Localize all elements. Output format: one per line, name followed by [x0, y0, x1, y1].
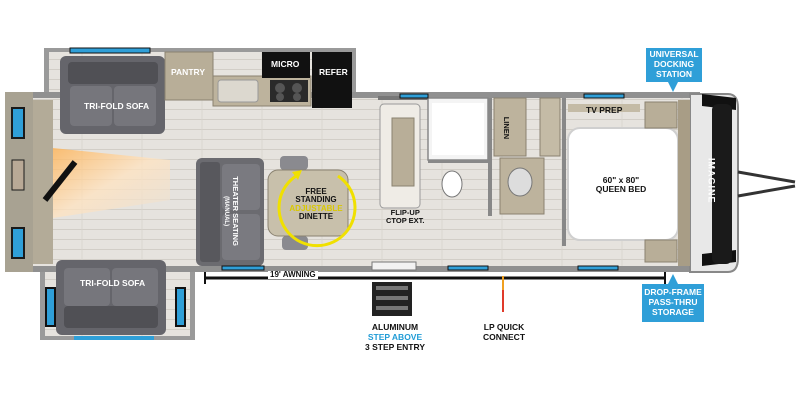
window-rear-3: [11, 227, 25, 259]
window-rear-1: [11, 107, 25, 139]
brand-logo: IMAGINE: [706, 157, 717, 204]
step-callout: ALUMINUM STEP ABOVE 3 STEP ENTRY: [362, 322, 428, 353]
bed-size: 60" x 80": [602, 175, 640, 185]
storage-line1: DROP-FRAME: [644, 287, 702, 298]
flip-up-line1: FLIP-UP: [390, 208, 420, 217]
lp-callout: LP QUICK CONNECT: [476, 322, 532, 342]
tv-prep-label: TV PREP: [586, 105, 623, 115]
theater-seating-sub: (MANUAL): [223, 196, 230, 227]
docking-line3: STATION: [655, 68, 693, 79]
docking-line2: DOCKING: [653, 59, 695, 70]
theater-seating-title: THEATER SEATING: [231, 176, 241, 246]
front-cap-stripes: [702, 94, 736, 266]
step-line3: 3 STEP ENTRY: [365, 342, 425, 353]
window-bottom-1: [221, 265, 265, 271]
step-line1: ALUMINUM: [371, 322, 419, 332]
entry-door: [371, 261, 417, 271]
awning-label: 19' AWNING: [268, 270, 318, 280]
window-bottom-3: [577, 265, 619, 271]
sofa-bottom: [56, 260, 166, 335]
lp-line1: LP QUICK: [483, 322, 525, 332]
microwave-label: MICRO: [271, 59, 300, 69]
dinette-line4: DINETTE: [298, 212, 334, 222]
sofa-top-label: TRI-FOLD SOFA: [84, 101, 150, 111]
dinette-line1: FREE: [305, 187, 327, 196]
microwave: [262, 52, 310, 78]
sofa-bottom-label: TRI-FOLD SOFA: [80, 278, 146, 288]
sink: [217, 79, 259, 103]
docking-line1: UNIVERSAL: [649, 49, 699, 60]
pantry-label: PANTRY: [171, 67, 205, 77]
linen-label: LINEN: [502, 116, 512, 140]
dinette: [267, 156, 357, 250]
flip-up-line2: CTOP EXT.: [386, 215, 425, 225]
storage-line2: PASS-THRU: [648, 297, 698, 308]
tv-glow: [53, 148, 170, 218]
refrigerator: [312, 52, 352, 108]
cooktop: [270, 80, 308, 102]
window-top-sofa: [69, 47, 151, 54]
docking-station-tag: UNIVERSAL DOCKING STATION: [646, 48, 702, 82]
window-bottom-sofa-l: [45, 287, 56, 327]
step-line2: STEP ABOVE: [367, 332, 423, 343]
hitch: [737, 170, 796, 198]
bed-name: QUEEN BED: [595, 183, 647, 194]
window-top-bed: [583, 93, 625, 99]
window-bottom-sofa-b: [74, 336, 154, 340]
fireplace-tv: [42, 160, 78, 202]
storage-line3: STORAGE: [652, 306, 694, 317]
bathroom: [427, 97, 561, 216]
theater-seating: [196, 158, 264, 266]
pantry: [164, 51, 214, 101]
pass-thru-storage-tag: DROP-FRAME PASS-THRU STORAGE: [642, 284, 704, 322]
dinette-line3: ADJUSTABLE: [289, 203, 343, 213]
window-bottom-2: [447, 265, 489, 271]
lp-line2: CONNECT: [482, 332, 526, 343]
dinette-label: FREE STANDING ADJUSTABLE DINETTE: [286, 187, 346, 222]
window-rear-2: [11, 159, 25, 191]
bed-label: 60" x 80" QUEEN BED: [586, 176, 656, 194]
bedroom: [562, 98, 690, 266]
theater-seating-label: THEATER SEATING (MANUAL): [223, 156, 241, 266]
dinette-line2: STANDING: [295, 195, 337, 205]
window-top-galley: [399, 93, 429, 99]
window-bottom-sofa-r: [175, 287, 186, 327]
entry-step: [372, 282, 412, 316]
flip-up-label: FLIP-UP CTOP EXT.: [386, 209, 425, 225]
sofa-top: [60, 56, 165, 134]
refrigerator-label: REFER: [319, 67, 348, 77]
